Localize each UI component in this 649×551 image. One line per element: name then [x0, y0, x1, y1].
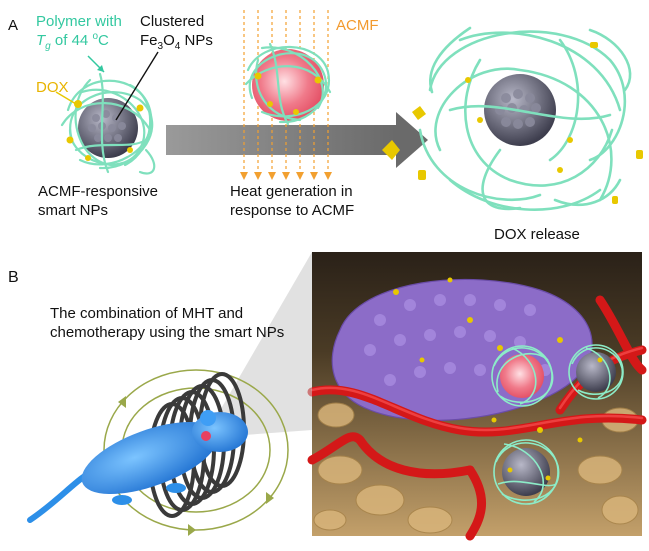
fe3o4-pointer — [115, 51, 159, 121]
release-label: DOX release — [494, 226, 580, 243]
acmf-arrowheads — [240, 172, 332, 180]
smart-np-illustration — [60, 72, 156, 175]
combination-label-line1: The combination of MHT and — [50, 305, 243, 322]
tumor-site — [201, 431, 211, 441]
tumor-tissue-image — [307, 252, 647, 541]
dox-label: DOX — [36, 79, 69, 96]
polymer-label-line2: Tg of 44 oC — [36, 31, 109, 52]
heat-label-line2: response to ACMF — [230, 202, 354, 219]
mouse-illustration — [27, 410, 248, 523]
smart-np-label-line2: smart NPs — [38, 202, 108, 219]
heating-np-illustration — [244, 42, 332, 126]
zoom-cone — [204, 252, 312, 438]
panel-b-letter: B — [8, 269, 19, 286]
acmf-label: ACMF — [336, 17, 379, 34]
polymer-pointer — [87, 55, 105, 73]
dox-pointer — [55, 91, 77, 105]
heat-label-line1: Heat generation in — [230, 183, 353, 200]
fe3o4-label: Fe3O4 NPs — [140, 32, 213, 52]
clustered-label: Clustered — [140, 13, 204, 30]
process-arrow — [166, 112, 428, 168]
panel-a-letter: A — [8, 17, 18, 34]
combination-label-line2: chemotherapy using the smart NPs — [50, 324, 284, 341]
tissue-np-2 — [568, 344, 624, 400]
tissue-np-1 — [491, 345, 554, 407]
smart-np-label-line1: ACMF-responsive — [38, 183, 158, 200]
polymer-label-line1: Polymer with — [36, 13, 122, 30]
tissue-np-3 — [493, 439, 560, 505]
released-np-illustration — [382, 26, 643, 211]
